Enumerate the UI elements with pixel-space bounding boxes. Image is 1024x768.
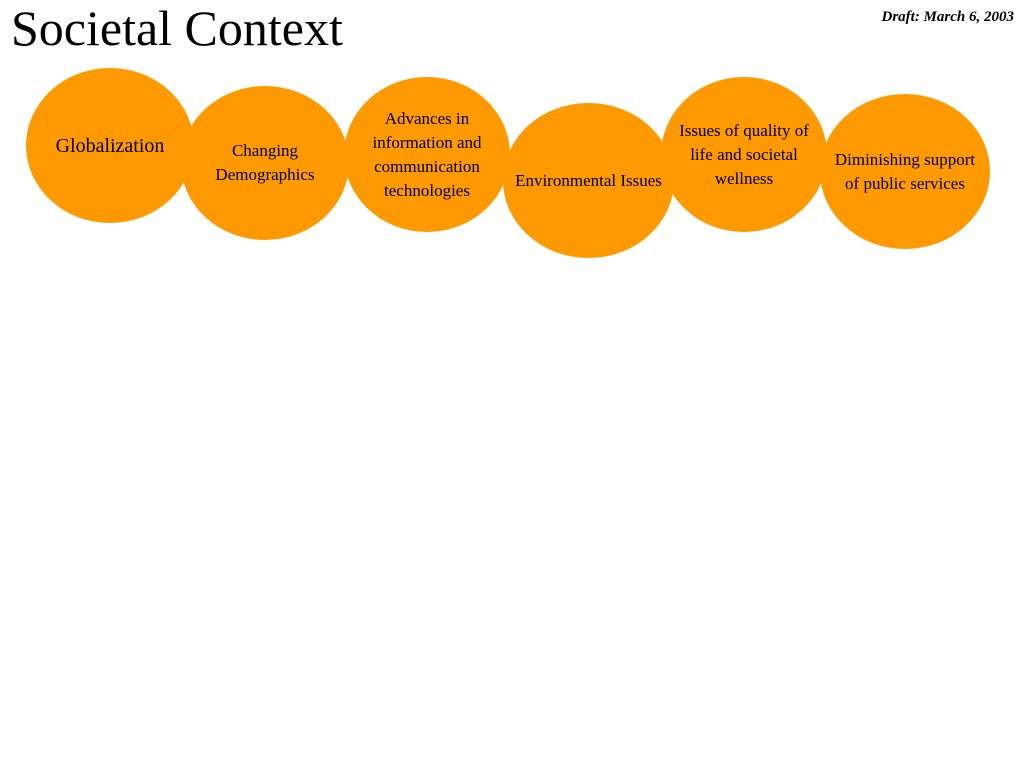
quality-of-life-node: Issues of quality of life and societal w… [661,77,827,232]
environmental-issues-node: Environmental Issues [503,103,674,258]
public-services-support-node: Diminishing support of public services [820,94,990,249]
slide-title: Societal Context [11,0,343,56]
information-communication-technologies-node: Advances in information and communicatio… [344,77,510,232]
node-label: Advances in information and communicatio… [372,108,482,200]
node-label: Environmental Issues [515,170,662,190]
draft-date-label: Draft: March 6, 2003 [881,9,1014,25]
globalization-node: Globalization [26,68,194,223]
node-label: Changing Demographics [215,141,315,184]
node-label: Diminishing support of public services [834,149,976,193]
changing-demographics-node: Changing Demographics [181,86,349,240]
node-label: Globalization [55,134,165,157]
node-label: Issues of quality of life and societal w… [679,120,809,188]
